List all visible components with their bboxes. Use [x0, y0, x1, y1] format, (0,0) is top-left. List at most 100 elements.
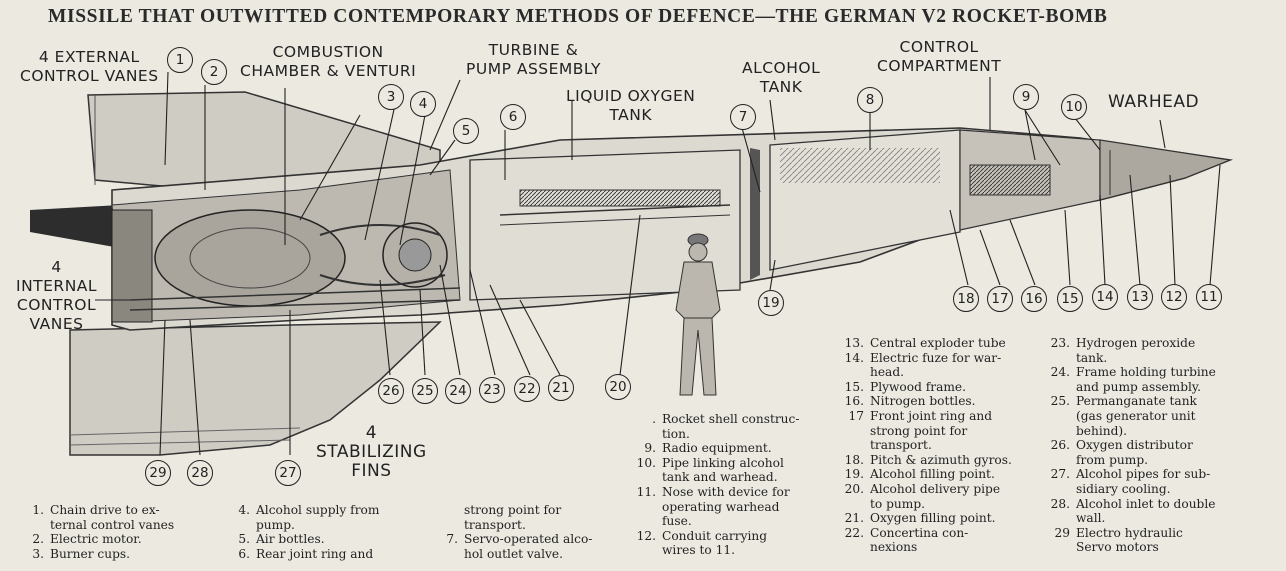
legend-item-number: 19. [844, 467, 864, 482]
legend-item: 6.Rear joint ring and [224, 547, 379, 562]
legend-item-text: wires to 11. [662, 543, 735, 558]
legend-item-number [432, 518, 464, 533]
legend-item: head. [834, 365, 1012, 380]
callout-22: 22 [514, 376, 540, 402]
legend-item-text: and pump assembly. [1076, 379, 1202, 394]
legend-item-number: 28. [1050, 496, 1070, 511]
legend-item-text: Burner cups. [50, 546, 130, 561]
label-line: TURBINE & [488, 41, 579, 59]
legend-item-number: 12. [636, 528, 656, 543]
callout-15: 15 [1057, 286, 1083, 312]
legend-item-number [626, 470, 662, 485]
legend-item: operating warhead [626, 500, 799, 515]
rear-fin-stub [30, 205, 120, 248]
legend-item-number [1040, 540, 1076, 555]
legend-item-text: strong point for [464, 503, 562, 517]
callout-7: 7 [730, 104, 756, 130]
legend-item-text: Alcohol inlet to double [1076, 496, 1216, 511]
callout-26: 26 [378, 378, 404, 404]
label-alcohol-tank: ALCOHOL TANK [742, 59, 820, 97]
legend-item: 4.Alcohol supply from [224, 503, 379, 518]
legend-item-number: 1. [32, 503, 44, 517]
legend-item-number: 18. [844, 452, 864, 467]
legend-item-text: Conduit carrying [662, 528, 768, 543]
legend-item-text: Nitrogen bottles. [870, 394, 976, 409]
legend-item-number [1040, 380, 1076, 395]
legend-item-text: behind). [1076, 423, 1128, 438]
callout-27: 27 [275, 460, 301, 486]
legend-item-text: sidiary cooling. [1076, 481, 1171, 496]
legend-item: 2.Electric motor. [18, 532, 174, 547]
legend-item: 15.Plywood frame. [834, 380, 1012, 395]
legend-item-text: Servo motors [1076, 540, 1159, 555]
legend-item-text: Alcohol filling point. [870, 467, 995, 482]
label-line: STABILIZING [316, 442, 427, 462]
legend-item-text: Alcohol supply from [256, 503, 380, 517]
callout-20: 20 [605, 374, 631, 400]
label-line: FINS [351, 461, 392, 481]
legend-item-text: Frame holding turbine [1076, 365, 1216, 380]
callout-5: 5 [453, 118, 479, 144]
legend-item-text: Oxygen filling point. [870, 511, 996, 526]
leader-lines [95, 71, 1221, 456]
legend-item: 1. Chain drive to ex- [18, 503, 174, 518]
callout-24: 24 [445, 378, 471, 404]
legend-item-number: 20. [844, 481, 864, 496]
label-line: TANK [759, 78, 803, 96]
legend-item-text: hol outlet valve. [464, 546, 563, 561]
legend-item-number [1040, 351, 1076, 366]
label-line: LIQUID OXYGEN [566, 87, 696, 105]
legend-item-text: pump. [256, 517, 295, 532]
label-line: COMBUSTION [272, 43, 384, 61]
legend-item-number [626, 427, 662, 442]
label-external-control-vanes: 4 EXTERNAL CONTROL VANES [20, 48, 159, 86]
legend-item-number [1040, 453, 1076, 468]
legend-item-text: transport. [464, 517, 526, 532]
legend-item-text: Oxygen distributor [1076, 438, 1193, 453]
legend-item-text: Central exploder tube [870, 336, 1006, 350]
callout-25: 25 [412, 378, 438, 404]
legend-item-number [1040, 409, 1076, 424]
legend-item: (gas generator unit [1040, 409, 1216, 424]
label-stabilizing-fins: 4 STABILIZING FINS [316, 424, 427, 481]
legend-item-text: Chain drive to ex- [50, 503, 160, 517]
legend-item-text: Nose with device for [662, 484, 790, 499]
callout-2: 2 [201, 59, 227, 85]
label-line: 4 [365, 423, 378, 443]
callout-10: 10 [1061, 94, 1087, 120]
legend-item-number: 16. [844, 394, 864, 409]
legend-column-1: 1.Chain drive to ex-ternal control vanes… [18, 503, 174, 561]
legend-item-text: Servo-operated alco- [464, 532, 593, 547]
legend-item: 25.Permanganate tank [1040, 394, 1216, 409]
legend-item: 28. Alcohol inlet to double [1040, 497, 1216, 512]
legend-item: from pump. [1040, 453, 1216, 468]
label-turbine-pump: TURBINE & PUMP ASSEMBLY [466, 41, 601, 79]
legend-item-text: tank and warhead. [662, 470, 778, 485]
legend-item: 24.Frame holding turbine [1040, 365, 1216, 380]
legend-item-text: Rear joint ring and [256, 546, 374, 561]
label-liquid-oxygen-tank: LIQUID OXYGEN TANK [566, 87, 695, 125]
legend-item: wires to 11. [626, 543, 799, 558]
warhead [1099, 139, 1233, 201]
legend-item-number [1040, 424, 1076, 439]
callout-8: 8 [857, 87, 883, 113]
legend-item-number [834, 497, 870, 512]
legend-item: 26. Oxygen distributor [1040, 438, 1216, 453]
legend-item-number: 26. [1050, 438, 1070, 453]
legend-item-number: 9. [644, 441, 656, 456]
label-line: CONTROL [899, 38, 979, 56]
legend-item-text: Electric motor. [50, 532, 142, 547]
callout-1: 1 [167, 47, 193, 73]
legend-item-text: Alcohol delivery pipe [870, 481, 1001, 496]
label-line: CONTROL [16, 296, 97, 314]
legend-item: Servo motors [1040, 540, 1216, 555]
legend-item-number: 29 [1054, 525, 1070, 540]
callout-11: 11 [1196, 284, 1222, 310]
callout-13: 13 [1127, 284, 1153, 310]
legend-item-text: Rocket shell construc- [662, 412, 800, 426]
